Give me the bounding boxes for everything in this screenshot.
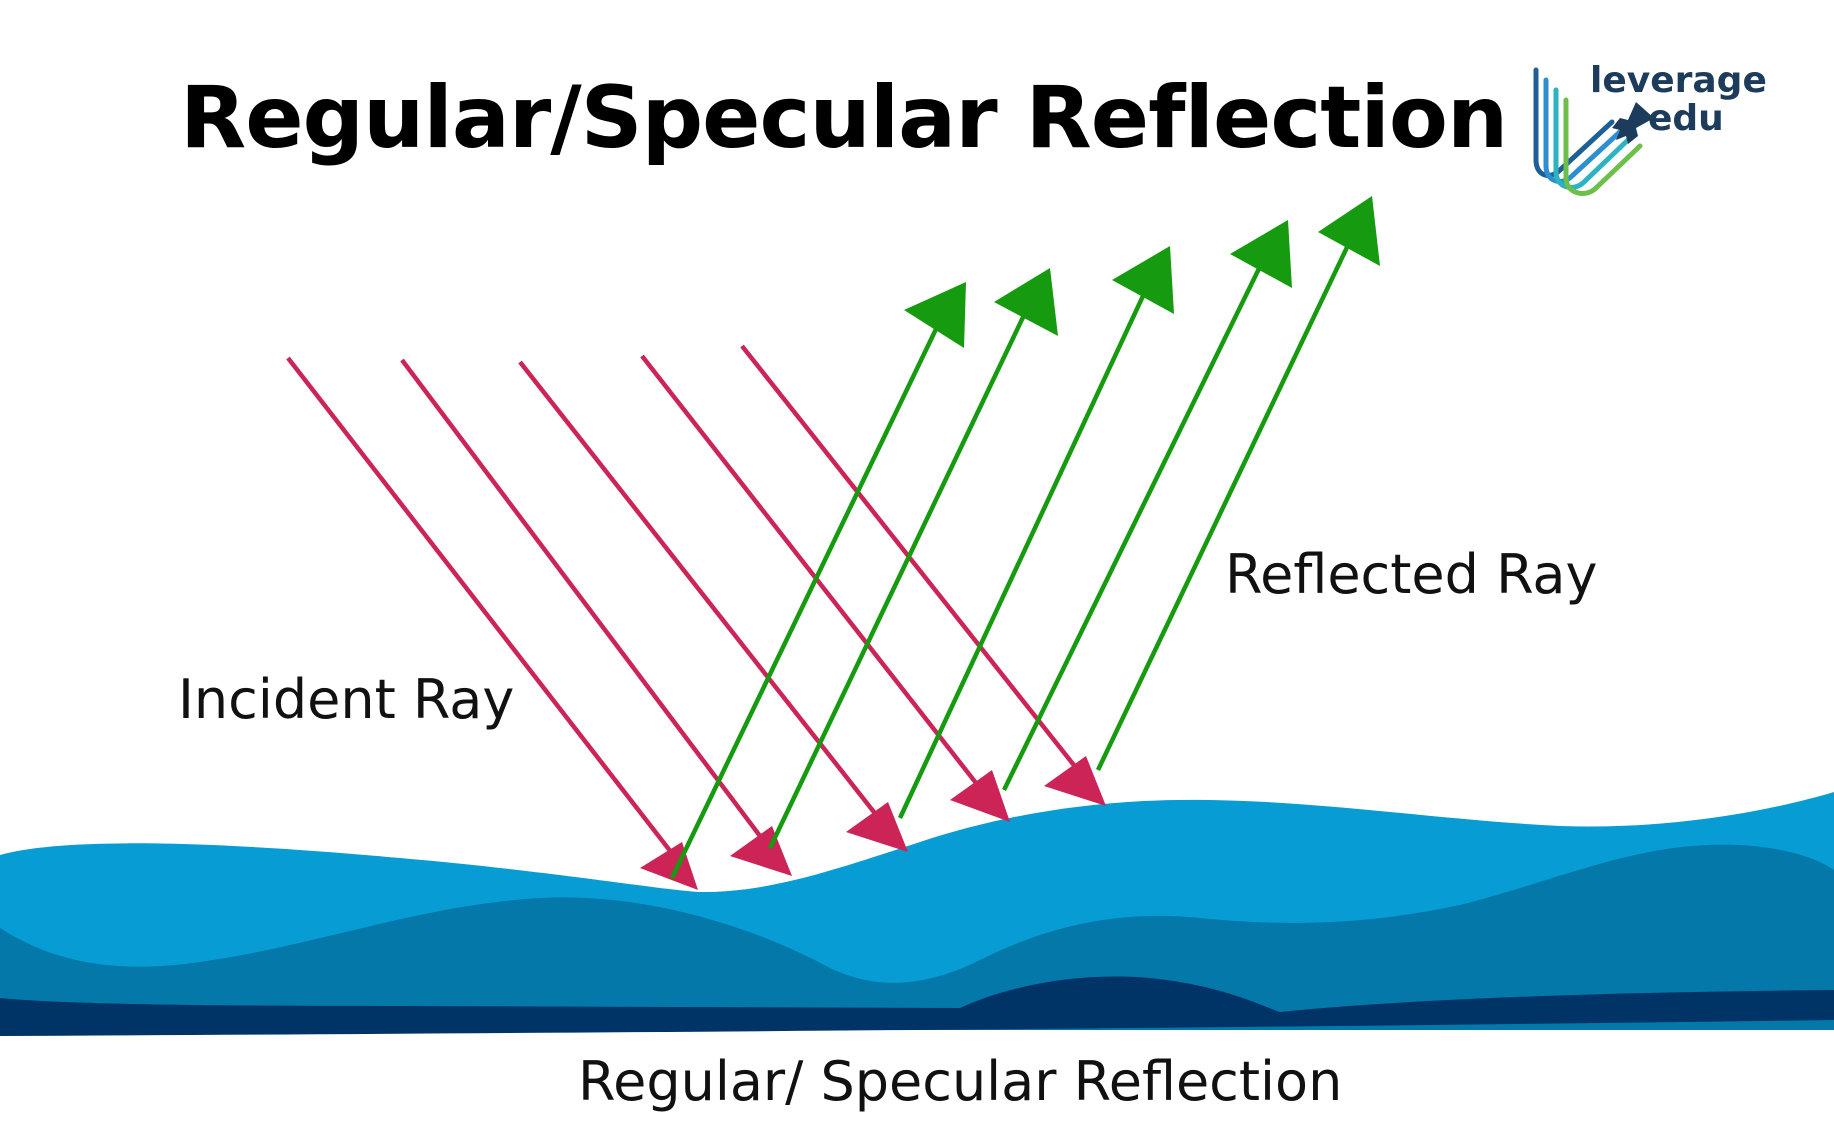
logo-text-edu: edu [1648, 98, 1724, 139]
incident-ray-3 [518, 360, 894, 837]
incident-ray-label: Incident Ray [178, 668, 515, 731]
water-surface [0, 792, 1834, 1036]
reflected-ray-label: Reflected Ray [1225, 543, 1598, 606]
incident-ray-5-arrowhead [1044, 756, 1106, 806]
page-title: Regular/Specular Reflection [180, 68, 1508, 168]
leverage-edu-logo-icon [1533, 67, 1654, 196]
water-mid-layer [0, 844, 1834, 1030]
incident-ray-1 [286, 356, 690, 876]
incident-ray-2-arrowhead [730, 826, 792, 876]
reflected-rays [669, 196, 1380, 879]
logo-stroke-dark [1533, 67, 1615, 178]
reflected-ray-5-arrowhead [1318, 196, 1380, 266]
logo-stroke-green [1563, 97, 1643, 196]
incident-ray-2 [400, 358, 780, 862]
incident-ray-4-arrowhead [950, 770, 1010, 822]
reflected-ray-2 [767, 289, 1039, 849]
reflected-ray-3-arrowhead [1112, 246, 1174, 314]
logo-text-leverage: leverage [1590, 60, 1767, 101]
incident-ray-5 [740, 344, 1094, 790]
incident-rays [286, 344, 1106, 890]
reflected-ray-4 [1001, 241, 1275, 791]
rocket-icon [1612, 102, 1654, 144]
incident-ray-3-arrowhead [846, 802, 908, 852]
diagram-caption: Regular/ Specular Reflection [578, 1050, 1343, 1113]
reflected-ray-1-arrowhead [904, 282, 966, 348]
water-dark-layer [0, 976, 1834, 1036]
reflected-ray-4-arrowhead [1230, 220, 1292, 288]
reflected-ray-5 [1095, 219, 1363, 771]
logo-stroke-blue [1543, 77, 1625, 184]
reflected-ray-1 [669, 299, 953, 879]
reflected-ray-2-arrowhead [994, 268, 1058, 336]
reflected-ray-3 [897, 267, 1159, 819]
incident-ray-4 [640, 354, 996, 808]
